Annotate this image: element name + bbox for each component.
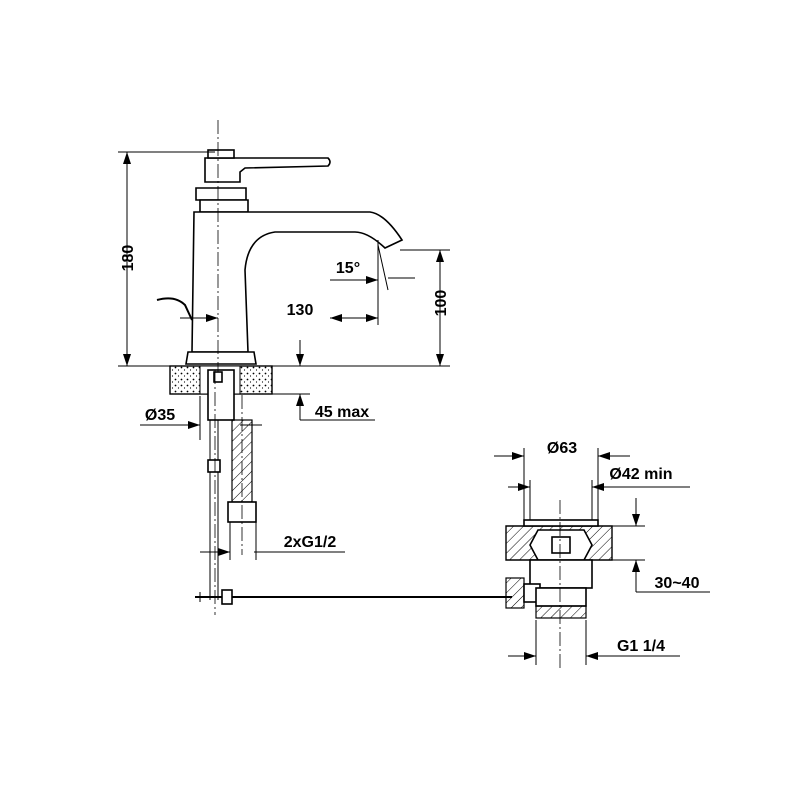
dimension-spout-height-label: 100 (433, 290, 450, 317)
supply-hoses (207, 370, 257, 615)
dimension-reach-label: 130 (287, 302, 314, 319)
handle-cap (207, 149, 235, 159)
pop-up-lever (156, 297, 193, 321)
dimension-connections-label: 2xG1/2 (284, 534, 337, 551)
faucet-base (185, 351, 257, 365)
countertop (169, 365, 273, 421)
faucet (156, 149, 404, 365)
dimension-height-label: 180 (120, 245, 137, 272)
dimension-angle-label: 15° (336, 260, 360, 277)
faucet-body-spout (191, 211, 404, 353)
dimension-hole-label: Ø35 (145, 407, 175, 424)
handle-base (195, 187, 247, 201)
dimension-thread-label: G1 1/4 (617, 638, 665, 655)
drain-assembly (505, 500, 613, 670)
dimension-lines (118, 120, 710, 665)
pop-up-rod (195, 589, 512, 605)
dimension-drain-hole-label: Ø42 min (609, 466, 672, 483)
drain-flange (523, 519, 599, 527)
dimension-basin-label: 30~40 (655, 575, 700, 592)
dimension-flange-label: Ø63 (547, 440, 577, 457)
dimension-deck-label: 45 max (315, 404, 369, 421)
faucet-handle (204, 157, 331, 183)
